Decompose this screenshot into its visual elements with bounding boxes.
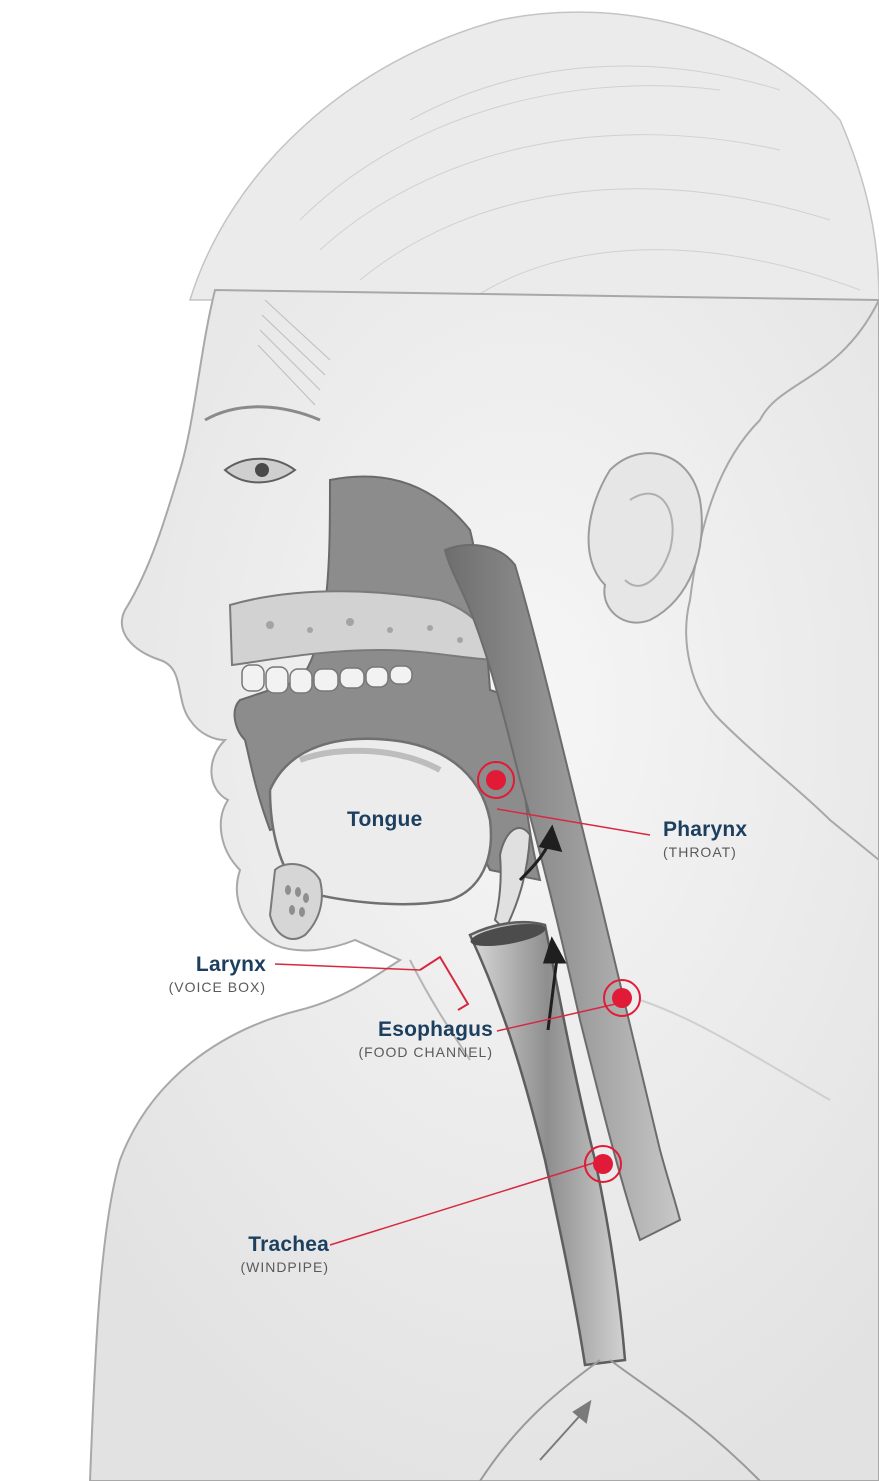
tongue-name: Tongue xyxy=(347,808,422,832)
trachea-label: Trachea (WINDPIPE) xyxy=(240,1233,329,1275)
pharynx-label: Pharynx (THROAT) xyxy=(663,818,747,860)
head-outline xyxy=(90,290,879,1481)
tongue-label: Tongue xyxy=(347,808,422,832)
esophagus-name: Esophagus xyxy=(358,1018,493,1042)
larynx-name: Larynx xyxy=(169,953,266,977)
esophagus-sub: (FOOD CHANNEL) xyxy=(358,1044,493,1060)
larynx-label: Larynx (VOICE BOX) xyxy=(169,953,266,995)
pharynx-sub: (THROAT) xyxy=(663,844,747,860)
pharynx-name: Pharynx xyxy=(663,818,747,842)
esophagus-label: Esophagus (FOOD CHANNEL) xyxy=(358,1018,493,1060)
trachea-name: Trachea xyxy=(240,1233,329,1257)
larynx-sub: (VOICE BOX) xyxy=(169,979,266,995)
trachea-sub: (WINDPIPE) xyxy=(240,1259,329,1275)
